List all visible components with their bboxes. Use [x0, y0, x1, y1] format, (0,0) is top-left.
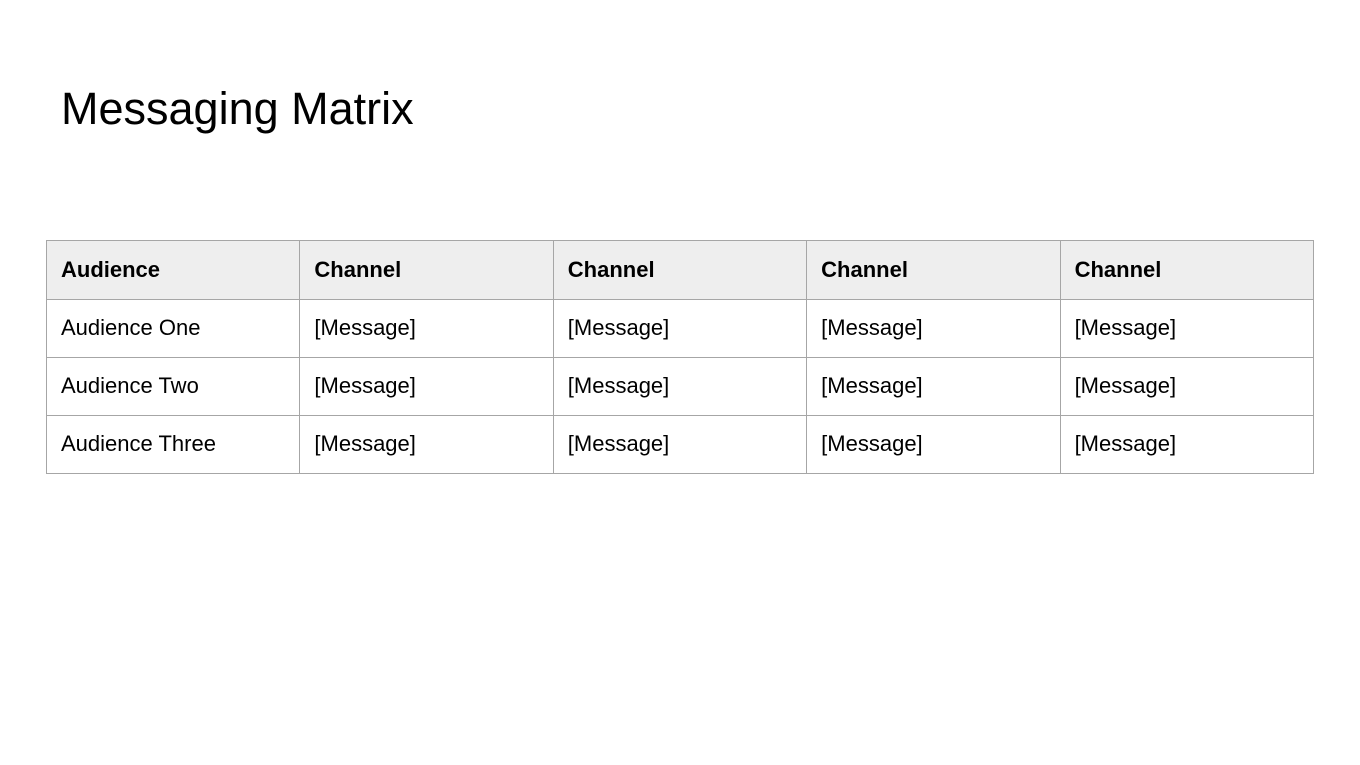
- message-cell: [Message]: [552, 299, 808, 358]
- message-cell: [Message]: [1059, 299, 1315, 358]
- messaging-matrix-table: Audience Channel Channel Channel Channel…: [45, 240, 1315, 474]
- message-cell: [Message]: [299, 357, 554, 416]
- column-header-channel-2: Channel: [552, 240, 808, 300]
- table-head: Audience Channel Channel Channel Channel: [45, 240, 1315, 300]
- message-cell: [Message]: [806, 415, 1061, 474]
- message-cell: [Message]: [552, 415, 808, 474]
- message-cell: [Message]: [806, 357, 1061, 416]
- message-cell: [Message]: [299, 415, 554, 474]
- message-cell: [Message]: [806, 299, 1061, 358]
- table-header-row: Audience Channel Channel Channel Channel: [45, 240, 1315, 300]
- message-cell: [Message]: [299, 299, 554, 358]
- audience-cell: Audience Three: [45, 415, 301, 474]
- message-cell: [Message]: [552, 357, 808, 416]
- column-header-channel-3: Channel: [806, 240, 1061, 300]
- table-row: Audience One [Message] [Message] [Messag…: [45, 299, 1315, 358]
- table-body: Audience One [Message] [Message] [Messag…: [45, 299, 1315, 474]
- column-header-channel-4: Channel: [1059, 240, 1315, 300]
- column-header-channel-1: Channel: [299, 240, 554, 300]
- column-header-audience: Audience: [45, 240, 301, 300]
- table-row: Audience Three [Message] [Message] [Mess…: [45, 415, 1315, 474]
- slide-title: Messaging Matrix: [61, 83, 414, 134]
- audience-cell: Audience Two: [45, 357, 301, 416]
- message-cell: [Message]: [1059, 415, 1315, 474]
- audience-cell: Audience One: [45, 299, 301, 358]
- table-row: Audience Two [Message] [Message] [Messag…: [45, 357, 1315, 416]
- message-cell: [Message]: [1059, 357, 1315, 416]
